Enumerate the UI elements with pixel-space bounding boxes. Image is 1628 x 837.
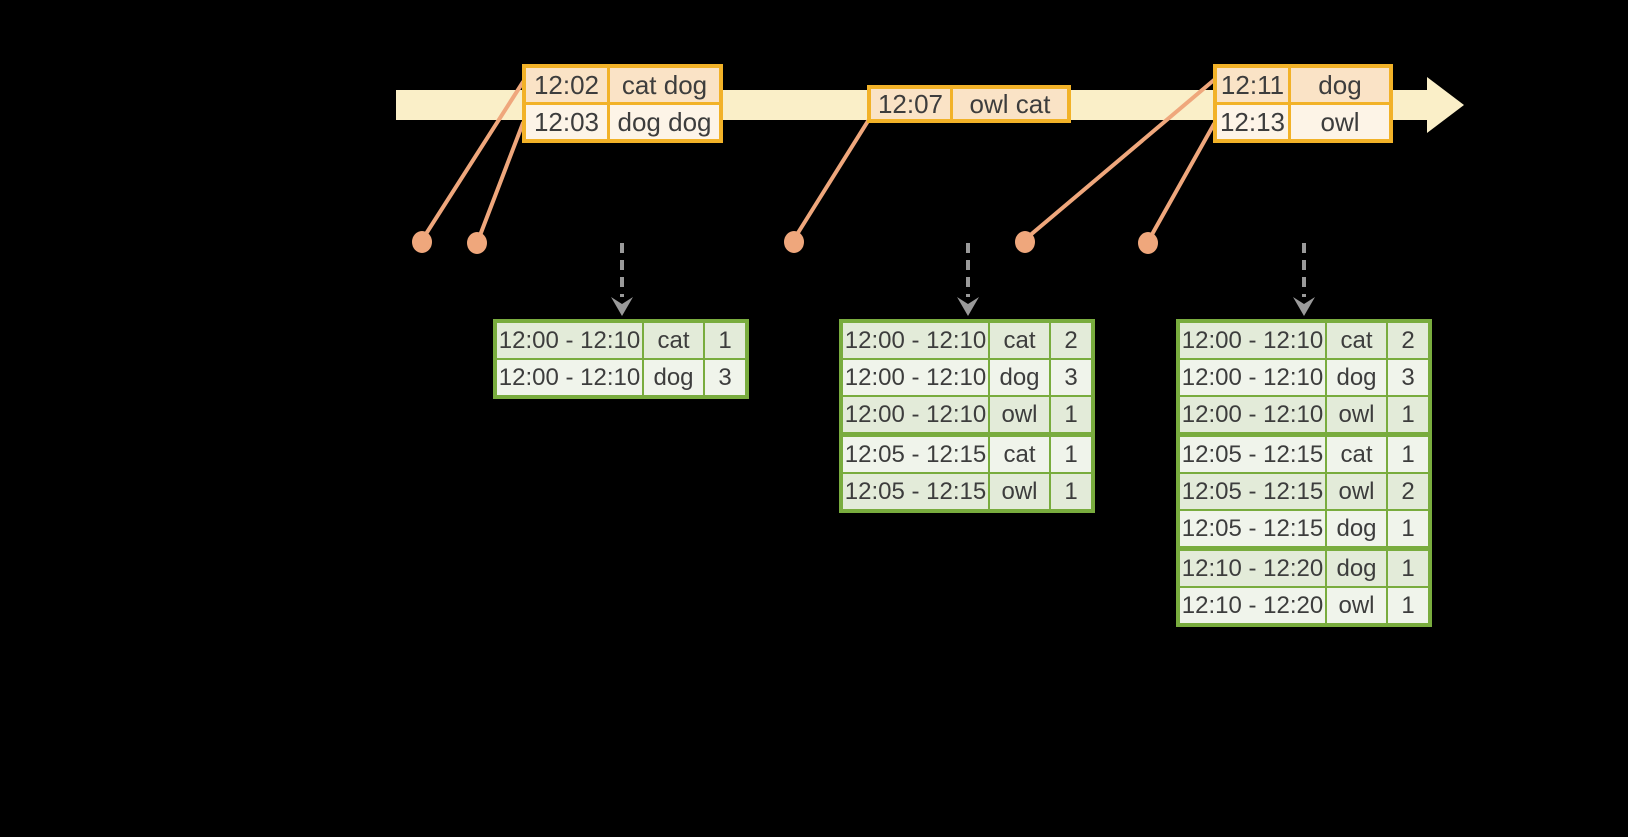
- table-cell-count: 3: [705, 360, 745, 395]
- table-cell-window: 12:00 - 12:10: [843, 360, 988, 395]
- table-cell-count: 1: [1388, 397, 1428, 432]
- event-marker-dot: [412, 231, 1158, 254]
- table-cell-count: 3: [1388, 360, 1428, 395]
- table-cell-words: cat dog: [610, 68, 719, 102]
- table-cell-word: cat: [990, 323, 1049, 358]
- table-cell-window: 12:00 - 12:10: [497, 360, 642, 395]
- table-cell-count: 1: [1388, 437, 1428, 472]
- table-cell-word: cat: [644, 323, 703, 358]
- table-cell-window: 12:00 - 12:10: [1180, 360, 1325, 395]
- table-cell-count: 1: [1388, 511, 1428, 546]
- table-cell-word: dog: [1327, 360, 1386, 395]
- table-cell-window: 12:00 - 12:10: [1180, 323, 1325, 358]
- table-cell-window: 12:10 - 12:20: [1180, 588, 1325, 623]
- table-cell-count: 1: [1388, 551, 1428, 586]
- table-cell-count: 2: [1388, 474, 1428, 509]
- table-cell-word: owl: [1327, 397, 1386, 432]
- table-cell-word: cat: [1327, 323, 1386, 358]
- table-cell-time: 12:02: [526, 68, 607, 102]
- table-cell-time: 12:07: [871, 89, 950, 119]
- table-cell-window: 12:05 - 12:15: [1180, 437, 1325, 472]
- table-cell-window: 12:05 - 12:15: [843, 437, 988, 472]
- table-cell-count: 1: [1051, 474, 1091, 509]
- table-cell-word: dog: [990, 360, 1049, 395]
- table-cell-words: owl cat: [953, 89, 1067, 119]
- table-cell-words: owl: [1291, 105, 1389, 139]
- table-cell-word: owl: [1327, 474, 1386, 509]
- event-connector-line: [422, 78, 1216, 240]
- table-cell-word: owl: [990, 474, 1049, 509]
- table-cell-window: 12:05 - 12:15: [1180, 511, 1325, 546]
- table-cell-time: 12:11: [1217, 68, 1288, 102]
- table-cell-words: dog dog: [610, 105, 719, 139]
- trigger-arrow-icon: [611, 243, 1315, 316]
- table-cell-count: 1: [1051, 397, 1091, 432]
- table-cell-word: owl: [1327, 588, 1386, 623]
- table-cell-window: 12:10 - 12:20: [1180, 551, 1325, 586]
- table-cell-word: dog: [1327, 511, 1386, 546]
- table-cell-word: owl: [990, 397, 1049, 432]
- table-cell-window: 12:00 - 12:10: [843, 323, 988, 358]
- table-cell-window: 12:00 - 12:10: [843, 397, 988, 432]
- table-cell-word: dog: [644, 360, 703, 395]
- table-cell-word: cat: [990, 437, 1049, 472]
- table-cell-word: cat: [1327, 437, 1386, 472]
- table-cell-count: 1: [1388, 588, 1428, 623]
- table-cell-count: 1: [1051, 437, 1091, 472]
- table-cell-count: 2: [1051, 323, 1091, 358]
- table-cell-count: 3: [1051, 360, 1091, 395]
- table-cell-words: dog: [1291, 68, 1389, 102]
- table-cell-count: 2: [1388, 323, 1428, 358]
- table-cell-time: 12:13: [1217, 105, 1288, 139]
- table-cell-time: 12:03: [526, 105, 607, 139]
- table-cell-window: 12:00 - 12:10: [1180, 397, 1325, 432]
- table-cell-window: 12:05 - 12:15: [1180, 474, 1325, 509]
- table-cell-count: 1: [705, 323, 745, 358]
- table-cell-window: 12:05 - 12:15: [843, 474, 988, 509]
- table-cell-word: dog: [1327, 551, 1386, 586]
- table-cell-window: 12:00 - 12:10: [497, 323, 642, 358]
